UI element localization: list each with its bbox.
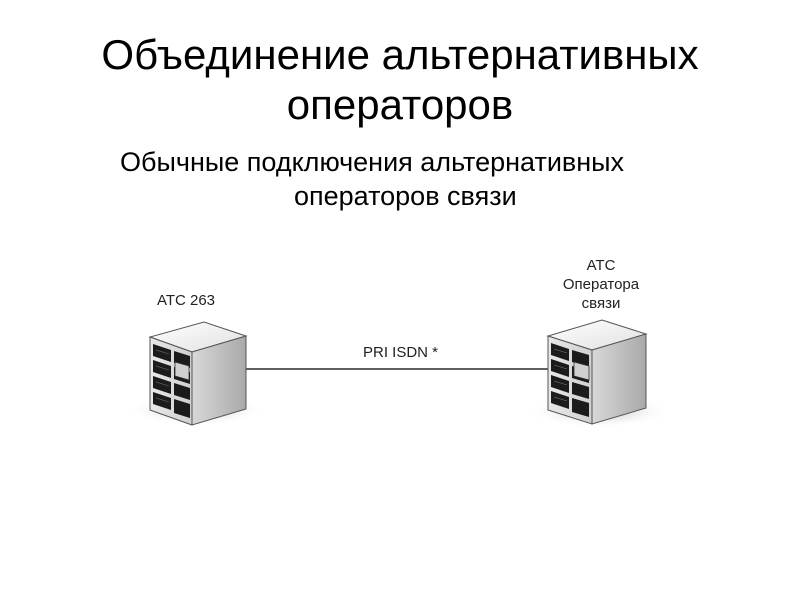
node-label-operator-ats-line2: Оператора	[562, 276, 640, 293]
slide-subtitle-line1: Обычные подключения альтернативных	[120, 147, 625, 177]
server-icon-operator-ats	[528, 319, 672, 428]
slide-subtitle-line2: операторов связи	[294, 181, 517, 211]
node-label-operator-ats-line1: АТС	[586, 257, 616, 274]
server-icon-ats-263	[126, 321, 266, 426]
link-label-pri-isdn: PRI ISDN *	[363, 344, 439, 361]
slide-title: Объединение альтернативных операторов	[0, 30, 800, 130]
node-label-ats-263: АТС 263	[157, 292, 216, 309]
node-label-operator-ats-line3: связи	[581, 295, 621, 312]
slide-title-line2: операторов	[286, 81, 514, 128]
slide-title-line1: Объединение альтернативных	[101, 31, 699, 78]
node-label-operator-ats: АТС Оператора связи	[556, 256, 646, 313]
slide-subtitle: Обычные подключения альтернативных опера…	[40, 145, 800, 213]
